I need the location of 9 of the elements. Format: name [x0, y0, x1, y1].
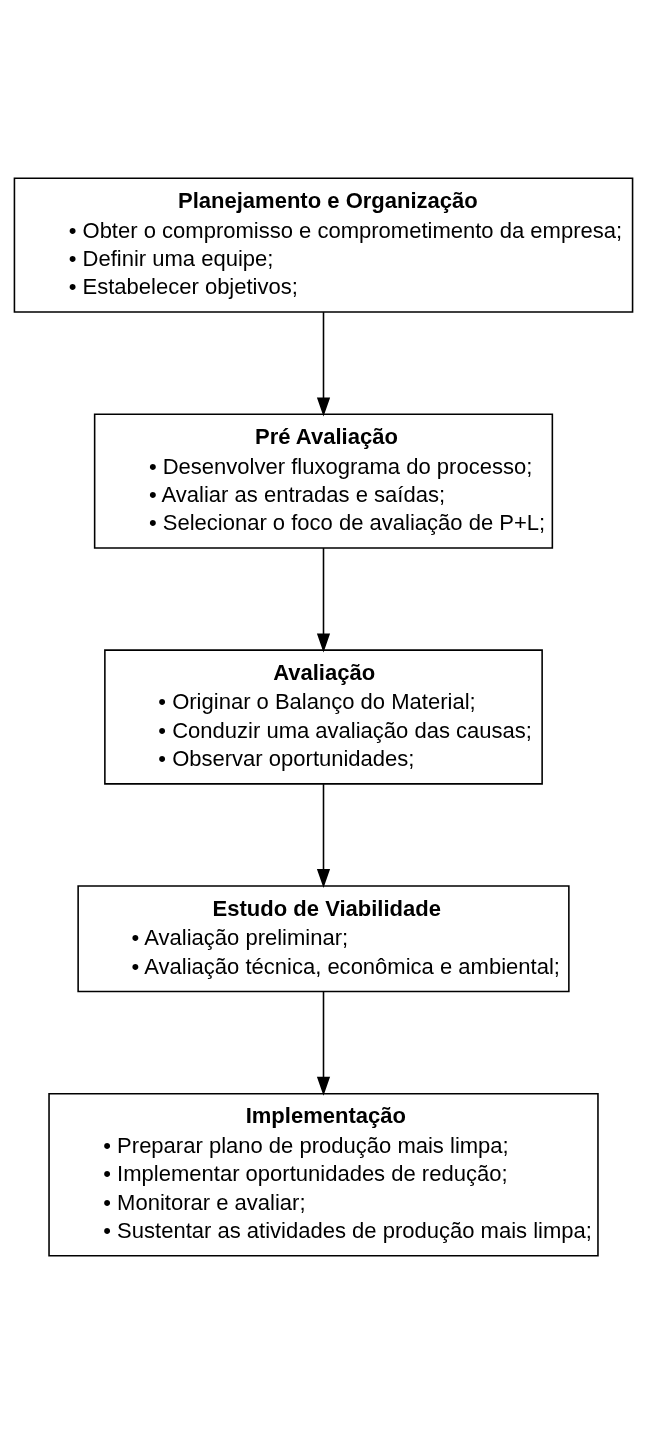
arrow	[316, 783, 331, 888]
node-box: Avaliação • Originar o Balanço do Material; • Conduzir uma avaliação das causas; • Observar oportunidades;	[104, 649, 543, 785]
arrow	[316, 991, 331, 1096]
arrow	[316, 547, 331, 653]
arrow	[316, 311, 331, 417]
node-box: Planejamento e Organização • Obter o compromisso e comprometimento da empresa; • Definir uma equipe; • Estabelecer objetivos;	[13, 177, 634, 313]
node-box: Estudo de Viabilidade • Avaliação preliminar; • Avaliação técnica, econômica e ambiental;	[77, 885, 570, 993]
node-box: Implementação • Preparar plano de produção mais limpa; • Implementar oportunidades de redução; • Monitorar e avaliar; • Sustentar as atividades de produção mais limpa;	[48, 1092, 599, 1257]
node-box: Pré Avaliação • Desenvolver fluxograma do processo; • Avaliar as entradas e saídas; • Selecionar o foco de avaliação de P+L;	[93, 413, 554, 549]
